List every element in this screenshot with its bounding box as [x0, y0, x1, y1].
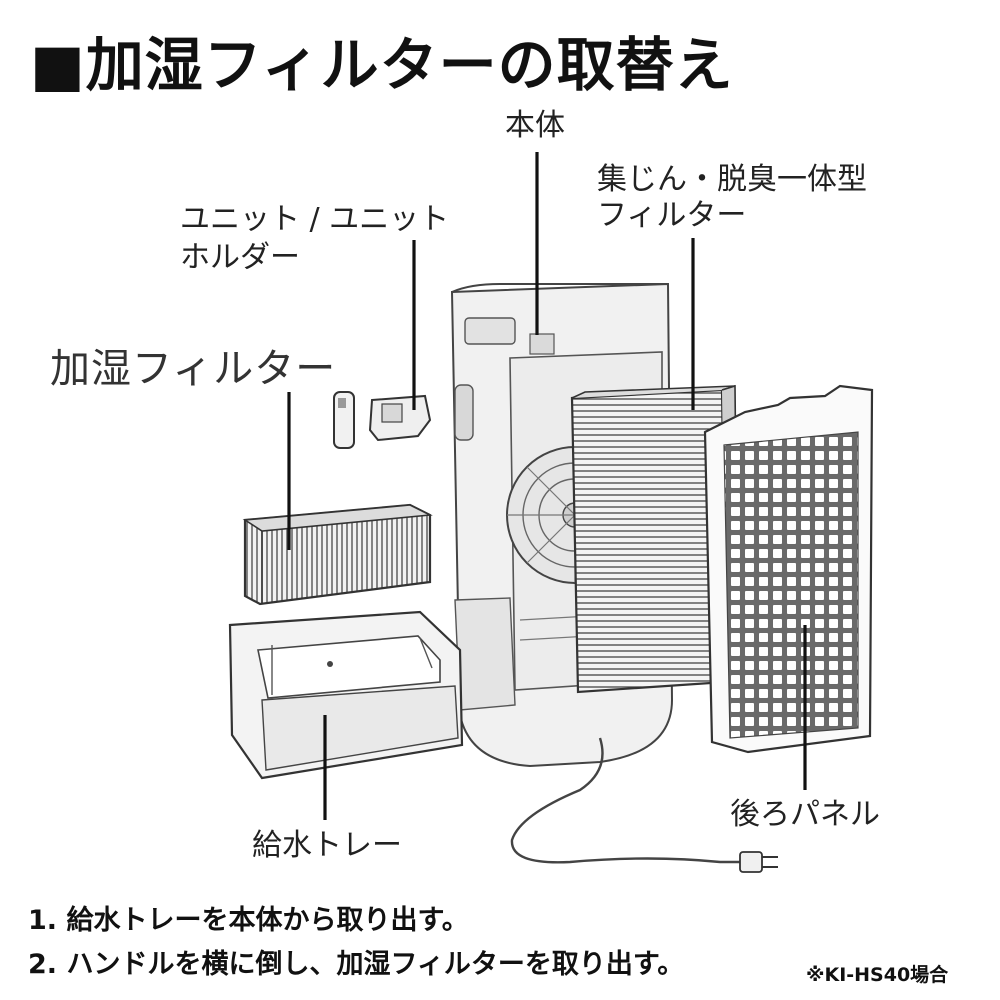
power-cord [510, 737, 778, 873]
water-tray [228, 610, 464, 780]
back-panel [703, 384, 874, 754]
page-title: ■加湿フィルターの取替え [30, 31, 734, 99]
humidifying-filter [242, 503, 433, 606]
label-unit-line2: ホルダー [180, 240, 300, 275]
label-unit-line1: ユニット / ユニット [180, 202, 450, 237]
label-dust-filter-line2: フィルター [597, 198, 747, 233]
model-note: ※KI-HS40場合 [806, 964, 949, 986]
step-1: 1. 給水トレーを本体から取り出す。 [28, 905, 469, 936]
leader-lines [287, 152, 807, 820]
label-dust-filter-line1: 集じん・脱臭一体型 [597, 162, 867, 197]
label-humidifying-filter: 加湿フィルター [50, 346, 337, 392]
step-2: 2. ハンドルを横に倒し、加湿フィルターを取り出す。 [28, 949, 685, 980]
label-main-body: 本体 [505, 108, 565, 143]
label-water-tray: 給水トレー [252, 828, 402, 863]
label-back-panel: 後ろパネル [730, 797, 880, 832]
